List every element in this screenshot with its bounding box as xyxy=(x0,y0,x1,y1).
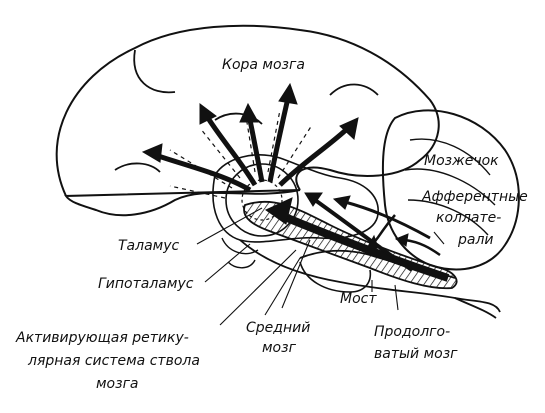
leader-lines xyxy=(196,207,445,326)
cerebellum-fold xyxy=(404,168,496,206)
pons-outline xyxy=(299,261,372,293)
label-afferent-2: коллате- xyxy=(436,210,501,226)
cortex-outline xyxy=(55,24,440,217)
diencephalon-outline xyxy=(212,154,379,243)
label-medulla-2: ватый мозг xyxy=(374,346,458,362)
arrows-to-cortex xyxy=(141,82,359,193)
label-hypothalamus: Гипоталамус xyxy=(98,276,194,292)
cortex-fold xyxy=(329,83,379,96)
hypothalamus-shape xyxy=(227,259,256,269)
label-midbrain-1: Средний xyxy=(246,320,310,336)
cortex-fold xyxy=(133,49,176,94)
label-cerebellum: Мозжечок xyxy=(424,153,499,169)
thalamus-shape xyxy=(225,163,299,237)
label-afferent-1: Афферентные xyxy=(421,189,528,205)
hypothalamus-shape xyxy=(221,237,259,255)
label-ras-1: Активирующая ретику- xyxy=(15,330,189,346)
label-pons: Мост xyxy=(340,291,377,307)
medulla-end xyxy=(454,297,497,319)
label-thalamus: Таламус xyxy=(118,238,180,254)
label-ras-3: мозга xyxy=(96,376,139,392)
dashed-radiation xyxy=(169,109,313,199)
label-midbrain-2: мозг xyxy=(262,340,297,356)
cortex-fold xyxy=(214,112,263,125)
label-ras-2: лярная система ствола xyxy=(27,353,200,369)
label-cortex: Кора мозга xyxy=(222,57,305,73)
label-afferent-3: рали xyxy=(457,232,494,248)
cerebellum-fold xyxy=(407,199,489,236)
afferent-collateral-arrows xyxy=(304,192,441,272)
cerebellum-outline xyxy=(381,109,520,271)
cortex-fold xyxy=(114,162,161,173)
cerebellum-fold xyxy=(409,138,491,176)
label-medulla-1: Продолго- xyxy=(374,324,450,340)
